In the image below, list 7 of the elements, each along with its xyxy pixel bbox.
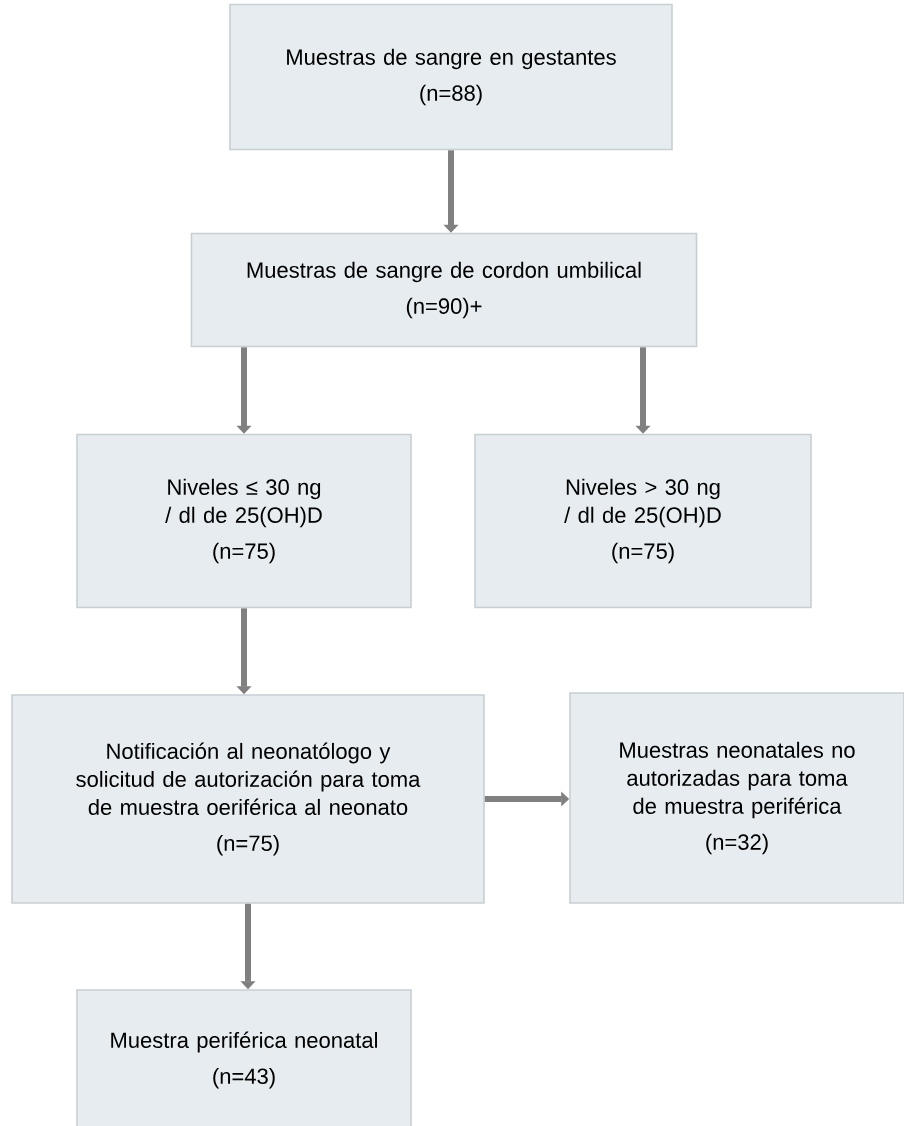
process-box: Muestra periférica neonatal (n=43) (76, 989, 412, 1126)
process-box: Niveles > 30 ng / dl de 25(OH)D (n=75) (474, 433, 812, 609)
process-box: Niveles ≤ 30 ng / dl de 25(OH)D (n=75) (76, 433, 412, 609)
process-box: Muestras de sangre de cordon umbilical (n=90)+ (190, 232, 698, 348)
process-box: Notificación al neonatólogo y solicitud de autorización para toma de muestra oeriférica al neonato (n=75) (11, 694, 485, 904)
process-box: Muestras de sangre en gestantes (n=88) (229, 3, 673, 151)
process-box: Muestras neonatales no autorizadas para toma de muestra periférica (n=32) (569, 692, 904, 904)
